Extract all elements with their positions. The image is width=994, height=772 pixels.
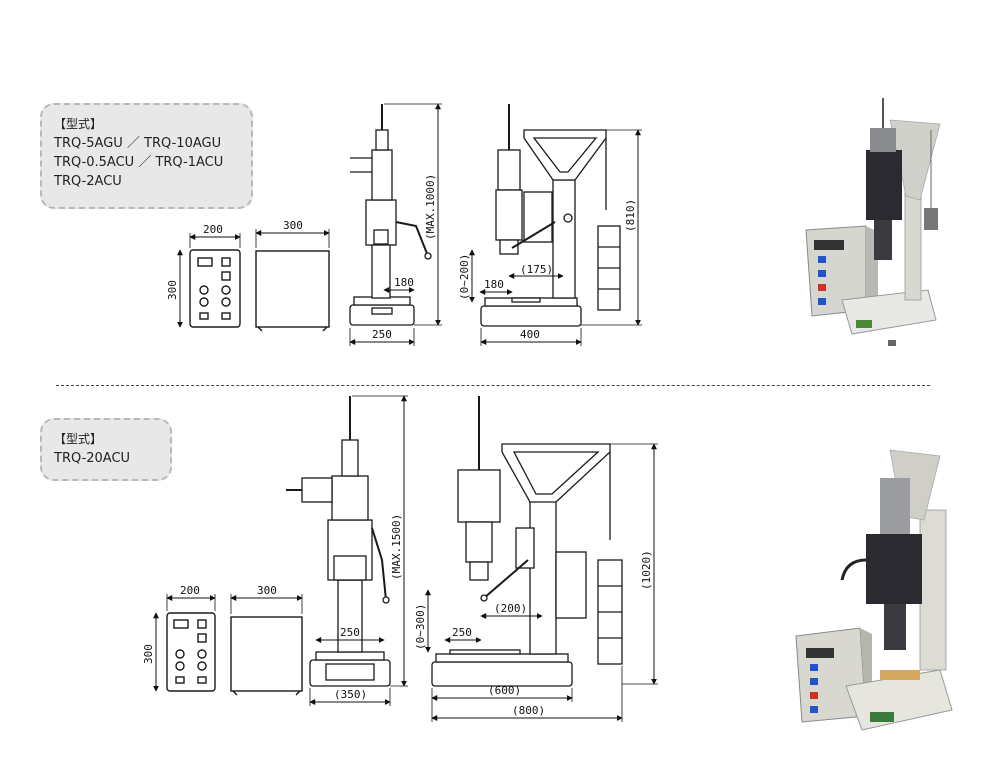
dim-front-w-2: (350) — [334, 688, 367, 701]
model-box-2: 【型式】 TRQ-20ACU — [40, 418, 172, 481]
model-line: TRQ-5AGU ／ TRQ-10AGU — [54, 136, 222, 151]
dim-side-reach-2: 250 — [452, 626, 472, 639]
model-line: TRQ-2ACU — [54, 174, 122, 189]
controller-front-2 — [166, 612, 216, 692]
dim-side-stroke-2: (0∼300) — [414, 604, 427, 650]
model-title-2: 【型式】 — [54, 432, 103, 446]
dim-front-inner-2: 250 — [340, 626, 360, 639]
controller-side-2 — [230, 616, 303, 696]
controller-side-1 — [255, 250, 330, 332]
machine-photo-2 — [795, 449, 953, 731]
section-divider — [56, 385, 930, 386]
dim-ctrl-h-1: 300 — [166, 280, 179, 300]
machine-photo-1 — [805, 98, 941, 346]
model-line: TRQ-20ACU — [54, 451, 131, 466]
model-box-1: 【型式】 TRQ-5AGU ／ TRQ-10AGU TRQ-0.5ACU ／ T… — [40, 103, 253, 209]
machine-front-1 — [349, 104, 432, 326]
machine-side-1 — [480, 104, 621, 327]
dim-max-h-1: (MAX.1000) — [424, 174, 437, 240]
dim-side-w2-2: (800) — [512, 704, 545, 717]
dim-side-h-2: (1020) — [640, 550, 653, 590]
dim-ctrl-w-1: 200 — [203, 223, 223, 236]
dim-side-reach-1: 180 — [484, 278, 504, 291]
dim-ctrl-h-2: 300 — [142, 644, 155, 664]
dim-ctrl-d-1: 300 — [283, 219, 303, 232]
dim-ctrl-w-2: 200 — [180, 584, 200, 597]
dim-front-reach-1: 180 — [394, 276, 414, 289]
dim-ctrl-d-2: 300 — [257, 584, 277, 597]
model-line: TRQ-0.5ACU ／ TRQ-1ACU — [54, 155, 224, 170]
dim-side-offset-2: (200) — [494, 602, 527, 615]
controller-front-1 — [189, 249, 241, 328]
dim-side-h-1: (810) — [624, 199, 637, 232]
machine-side-2 — [431, 396, 623, 687]
dim-side-w1-2: (600) — [488, 684, 521, 697]
dim-front-w-1: 250 — [372, 328, 392, 341]
dim-side-w-1: 400 — [520, 328, 540, 341]
dim-side-offset-1: (175) — [520, 263, 553, 276]
dim-max-h-2: (MAX.1500) — [390, 514, 403, 580]
model-title-1: 【型式】 — [54, 117, 103, 131]
dim-side-stroke-1: (0∼200) — [458, 254, 471, 300]
